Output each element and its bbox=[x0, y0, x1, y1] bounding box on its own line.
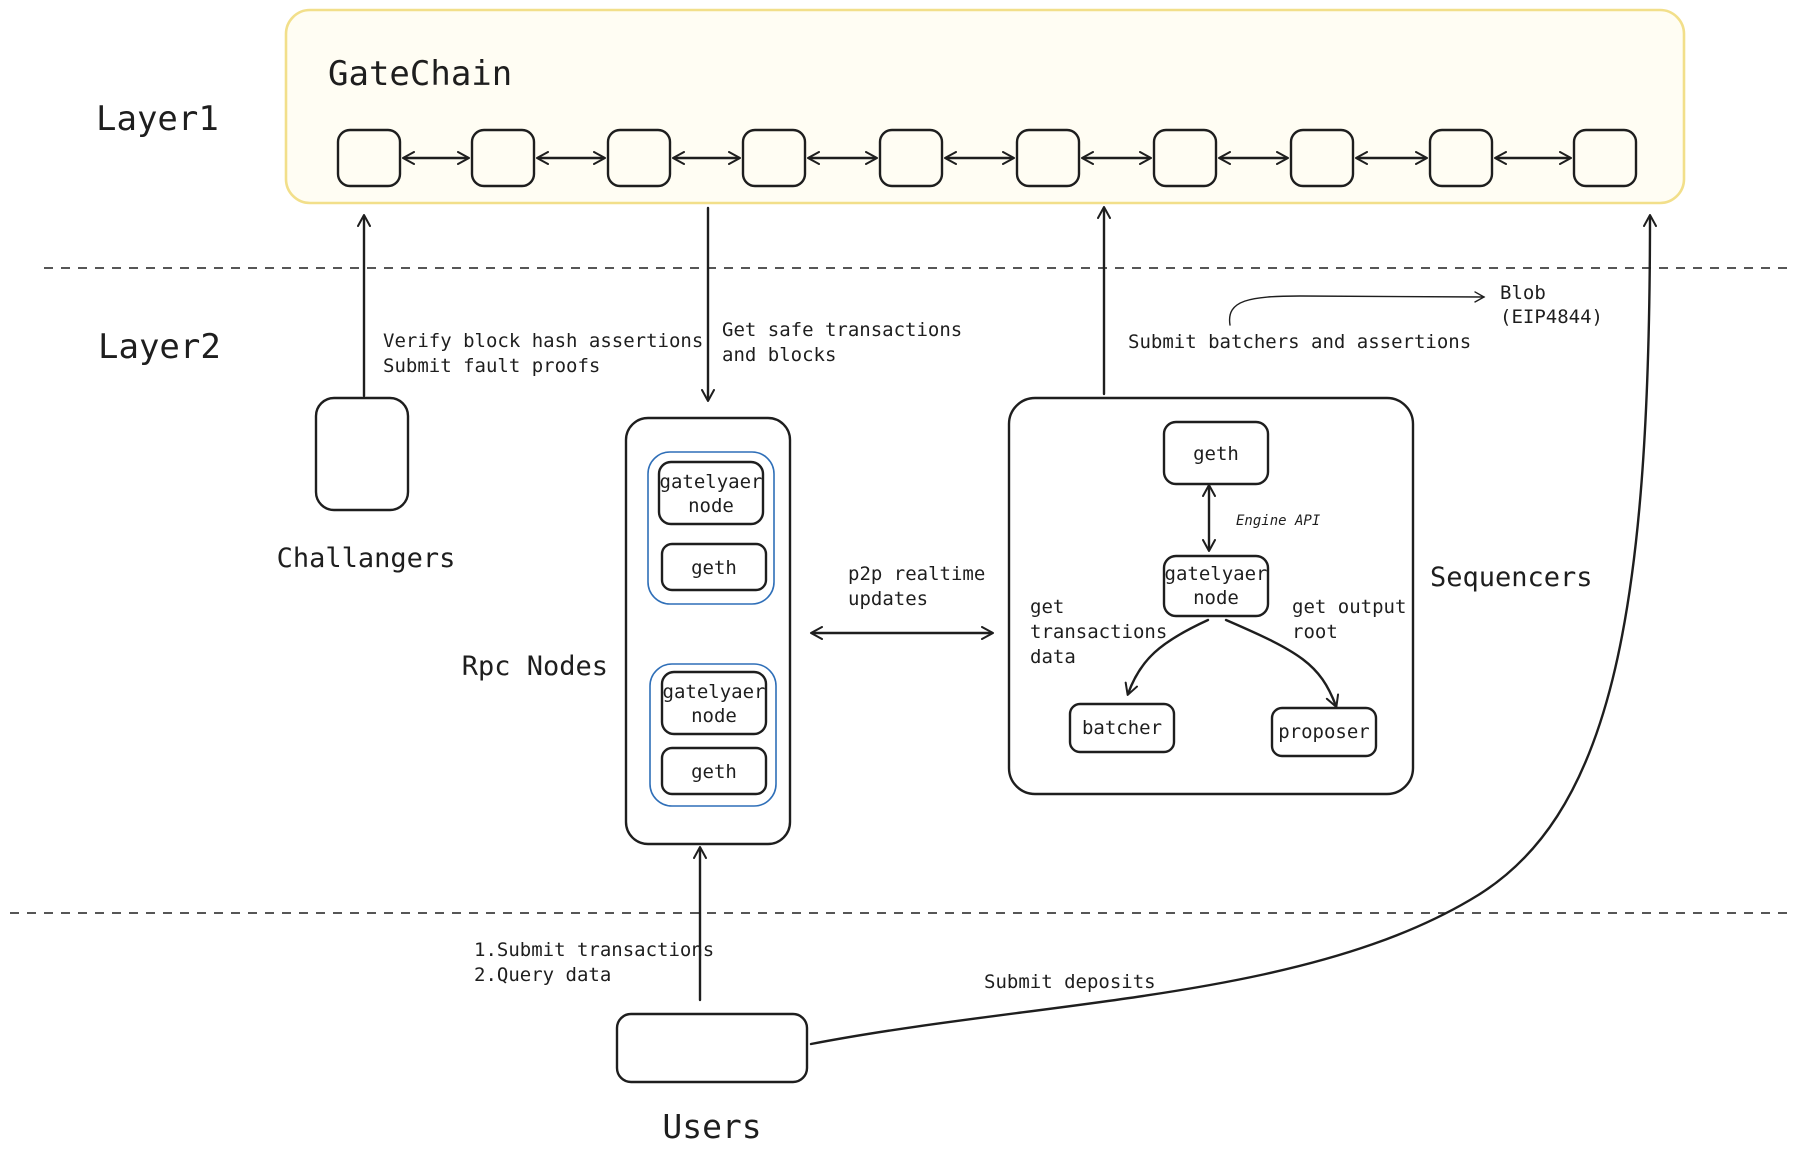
users-deposits-label: Submit deposits bbox=[984, 971, 1156, 993]
get-output-line1: get output bbox=[1292, 596, 1406, 618]
rpc-gatelayer-node-1 bbox=[657, 460, 765, 526]
chain-block bbox=[878, 128, 944, 188]
rpc-get-line2: and blocks bbox=[722, 344, 836, 366]
get-tx-line2: transactions bbox=[1030, 621, 1167, 643]
rpc-get-line1: Get safe transactions bbox=[722, 319, 962, 341]
chain-block bbox=[470, 128, 536, 188]
p2p-line1: p2p realtime bbox=[848, 563, 985, 585]
rpc-node-2-line2: node bbox=[691, 705, 737, 727]
rpc-node-group-1-outline bbox=[647, 451, 775, 605]
rpc-geth-1-label: geth bbox=[691, 557, 737, 579]
rpc-node-2-line1: gatelyaer bbox=[663, 681, 766, 703]
get-tx-line1: get bbox=[1030, 596, 1064, 618]
rpc-nodes-container bbox=[624, 416, 792, 846]
challengers-note-line1: Verify block hash assertions bbox=[383, 330, 703, 352]
blob-line2: (EIP4844) bbox=[1500, 306, 1603, 328]
sequencer-geth-label: geth bbox=[1193, 443, 1239, 465]
proposer-box bbox=[1270, 706, 1378, 758]
users-note-line2: 2.Query data bbox=[474, 964, 611, 986]
users-note-line1: 1.Submit transactions bbox=[474, 939, 714, 961]
get-tx-line3: data bbox=[1030, 646, 1076, 668]
sequencers-label: Sequencers bbox=[1430, 562, 1593, 593]
blob-arrow bbox=[1228, 291, 1486, 326]
rpc-nodes-label: Rpc Nodes bbox=[462, 651, 608, 682]
rpc-geth-2 bbox=[660, 746, 768, 796]
chain-block bbox=[1428, 128, 1494, 188]
users-label: Users bbox=[662, 1107, 761, 1146]
rpc-node-1-line1: gatelyaer bbox=[660, 471, 763, 493]
get-output-line2: root bbox=[1292, 621, 1338, 643]
rpc-node-group-1: gatelyaer node geth bbox=[647, 451, 775, 605]
rpc-node-group-2: gatelyaer node geth bbox=[649, 663, 777, 807]
engine-api-label: Engine API bbox=[1236, 513, 1321, 529]
layer1-label: Layer1 bbox=[96, 99, 219, 139]
node-to-batcher-arrow bbox=[1124, 618, 1210, 696]
chain-block bbox=[1572, 128, 1638, 188]
batcher-label: batcher bbox=[1082, 717, 1162, 739]
gatechain-title: GateChain bbox=[328, 54, 512, 94]
sequencers-submit-note: Submit batchers and assertions bbox=[1128, 331, 1471, 353]
challengers-box bbox=[314, 396, 410, 512]
node-to-proposer-arrow bbox=[1224, 618, 1340, 708]
rpc-geth-2-label: geth bbox=[691, 761, 737, 783]
rpc-node-1-line2: node bbox=[688, 495, 734, 517]
rpc-geth-1 bbox=[660, 542, 768, 592]
chain-block bbox=[606, 128, 672, 188]
chain-block bbox=[1152, 128, 1218, 188]
chain-block bbox=[336, 128, 402, 188]
chain-block bbox=[1289, 128, 1355, 188]
p2p-line2: updates bbox=[848, 588, 928, 610]
proposer-label: proposer bbox=[1278, 721, 1370, 743]
gatechain-container bbox=[284, 8, 1686, 205]
chain-blocks bbox=[336, 128, 1638, 188]
blob-line1: Blob bbox=[1500, 282, 1546, 304]
challengers-label: Challangers bbox=[277, 543, 456, 574]
sequencer-geth bbox=[1162, 420, 1270, 486]
users-deposit-arrow bbox=[809, 214, 1657, 1046]
challengers-note-line2: Submit fault proofs bbox=[383, 355, 600, 377]
chain-block bbox=[1015, 128, 1081, 188]
layer2-label: Layer2 bbox=[98, 327, 221, 367]
sequencer-gatelayer-node bbox=[1162, 554, 1270, 618]
chain-block bbox=[741, 128, 807, 188]
sequencer-node-line1: gatelyaer bbox=[1165, 563, 1268, 585]
users-box bbox=[615, 1012, 809, 1084]
rpc-gatelayer-node-2 bbox=[660, 670, 768, 736]
sequencer-node-line2: node bbox=[1193, 587, 1239, 609]
sequencers-container bbox=[1007, 396, 1415, 796]
batcher-box bbox=[1068, 702, 1176, 754]
rpc-node-group-2-outline bbox=[649, 663, 777, 807]
